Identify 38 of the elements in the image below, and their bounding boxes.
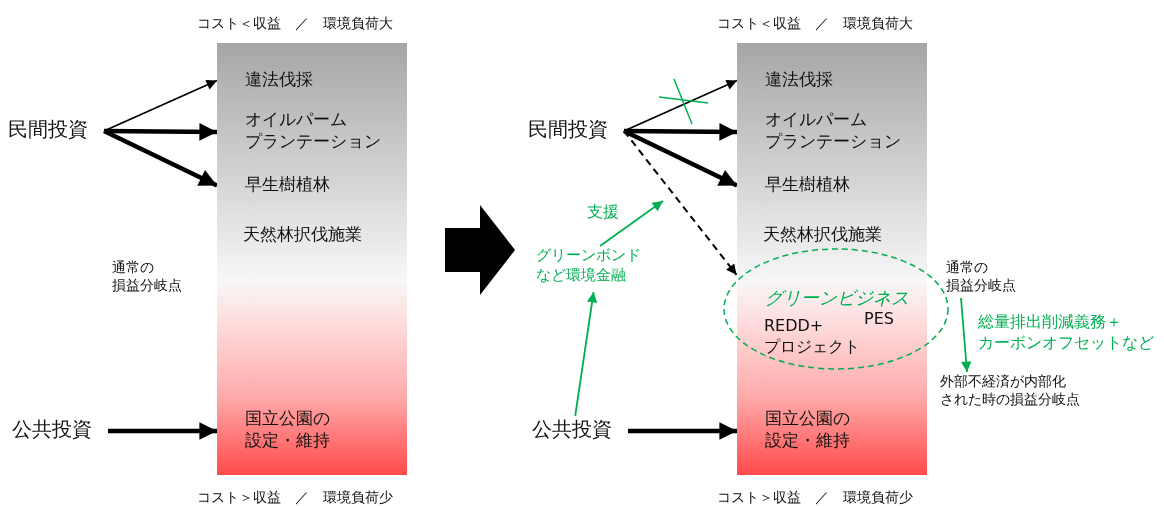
investment-label: 公共投資 bbox=[12, 416, 108, 446]
axis-caption: コスト＞収益 ／ 環境負荷少 bbox=[197, 488, 393, 506]
axis-caption: コスト＜収益 ／ 環境負荷大 bbox=[717, 14, 913, 33]
arrow bbox=[103, 128, 218, 188]
arrow bbox=[623, 123, 738, 141]
arrow bbox=[108, 422, 217, 440]
arrow bbox=[574, 291, 598, 417]
axis-caption: コスト＜収益 ／ 環境負荷大 bbox=[197, 14, 393, 33]
arrow bbox=[960, 297, 972, 373]
gradient-bar bbox=[217, 43, 407, 475]
edge-label: 総量排出削減義務＋カーボンオフセットなど bbox=[978, 312, 1154, 354]
business-heading: グリーンビジネス bbox=[765, 286, 909, 310]
gradient-bar bbox=[737, 43, 927, 475]
activity-label: 早生樹植林 bbox=[737, 173, 917, 198]
activity-label: 国立公園の設定・維持 bbox=[217, 407, 397, 455]
axis-caption: コスト＞収益 ／ 環境負荷少 bbox=[717, 488, 913, 506]
arrow bbox=[623, 128, 738, 188]
note-text: グリーンボンドなど環境金融 bbox=[536, 246, 664, 292]
note-text: 外部不経済が内部化された時の損益分岐点 bbox=[940, 372, 1120, 412]
activity-label: オイルパームプランテーション bbox=[737, 108, 917, 156]
activity-label: オイルパームプランテーション bbox=[217, 108, 397, 156]
edge-label: 支援 bbox=[587, 202, 619, 223]
arrow bbox=[623, 130, 738, 276]
activity-label: 早生樹植林 bbox=[217, 173, 397, 198]
arrow bbox=[103, 123, 218, 141]
activity-label: 違法伐採 bbox=[217, 68, 397, 93]
activity-label: 違法伐採 bbox=[737, 68, 917, 93]
investment-label: 民間投資 bbox=[528, 116, 624, 146]
breakeven-note: 通常の損益分岐点 bbox=[112, 258, 182, 295]
arrow bbox=[599, 200, 664, 247]
investment-label: 公共投資 bbox=[532, 416, 628, 446]
investment-label: 民間投資 bbox=[8, 116, 104, 146]
arrow bbox=[628, 422, 737, 440]
activity-label: 天然林択伐施業 bbox=[217, 223, 397, 248]
note-text: 通常の損益分岐点 bbox=[946, 258, 1046, 298]
activity-label: PES bbox=[864, 309, 904, 333]
activity-label: 天然林択伐施業 bbox=[737, 223, 917, 246]
activity-label: 国立公園の設定・維持 bbox=[737, 407, 917, 455]
